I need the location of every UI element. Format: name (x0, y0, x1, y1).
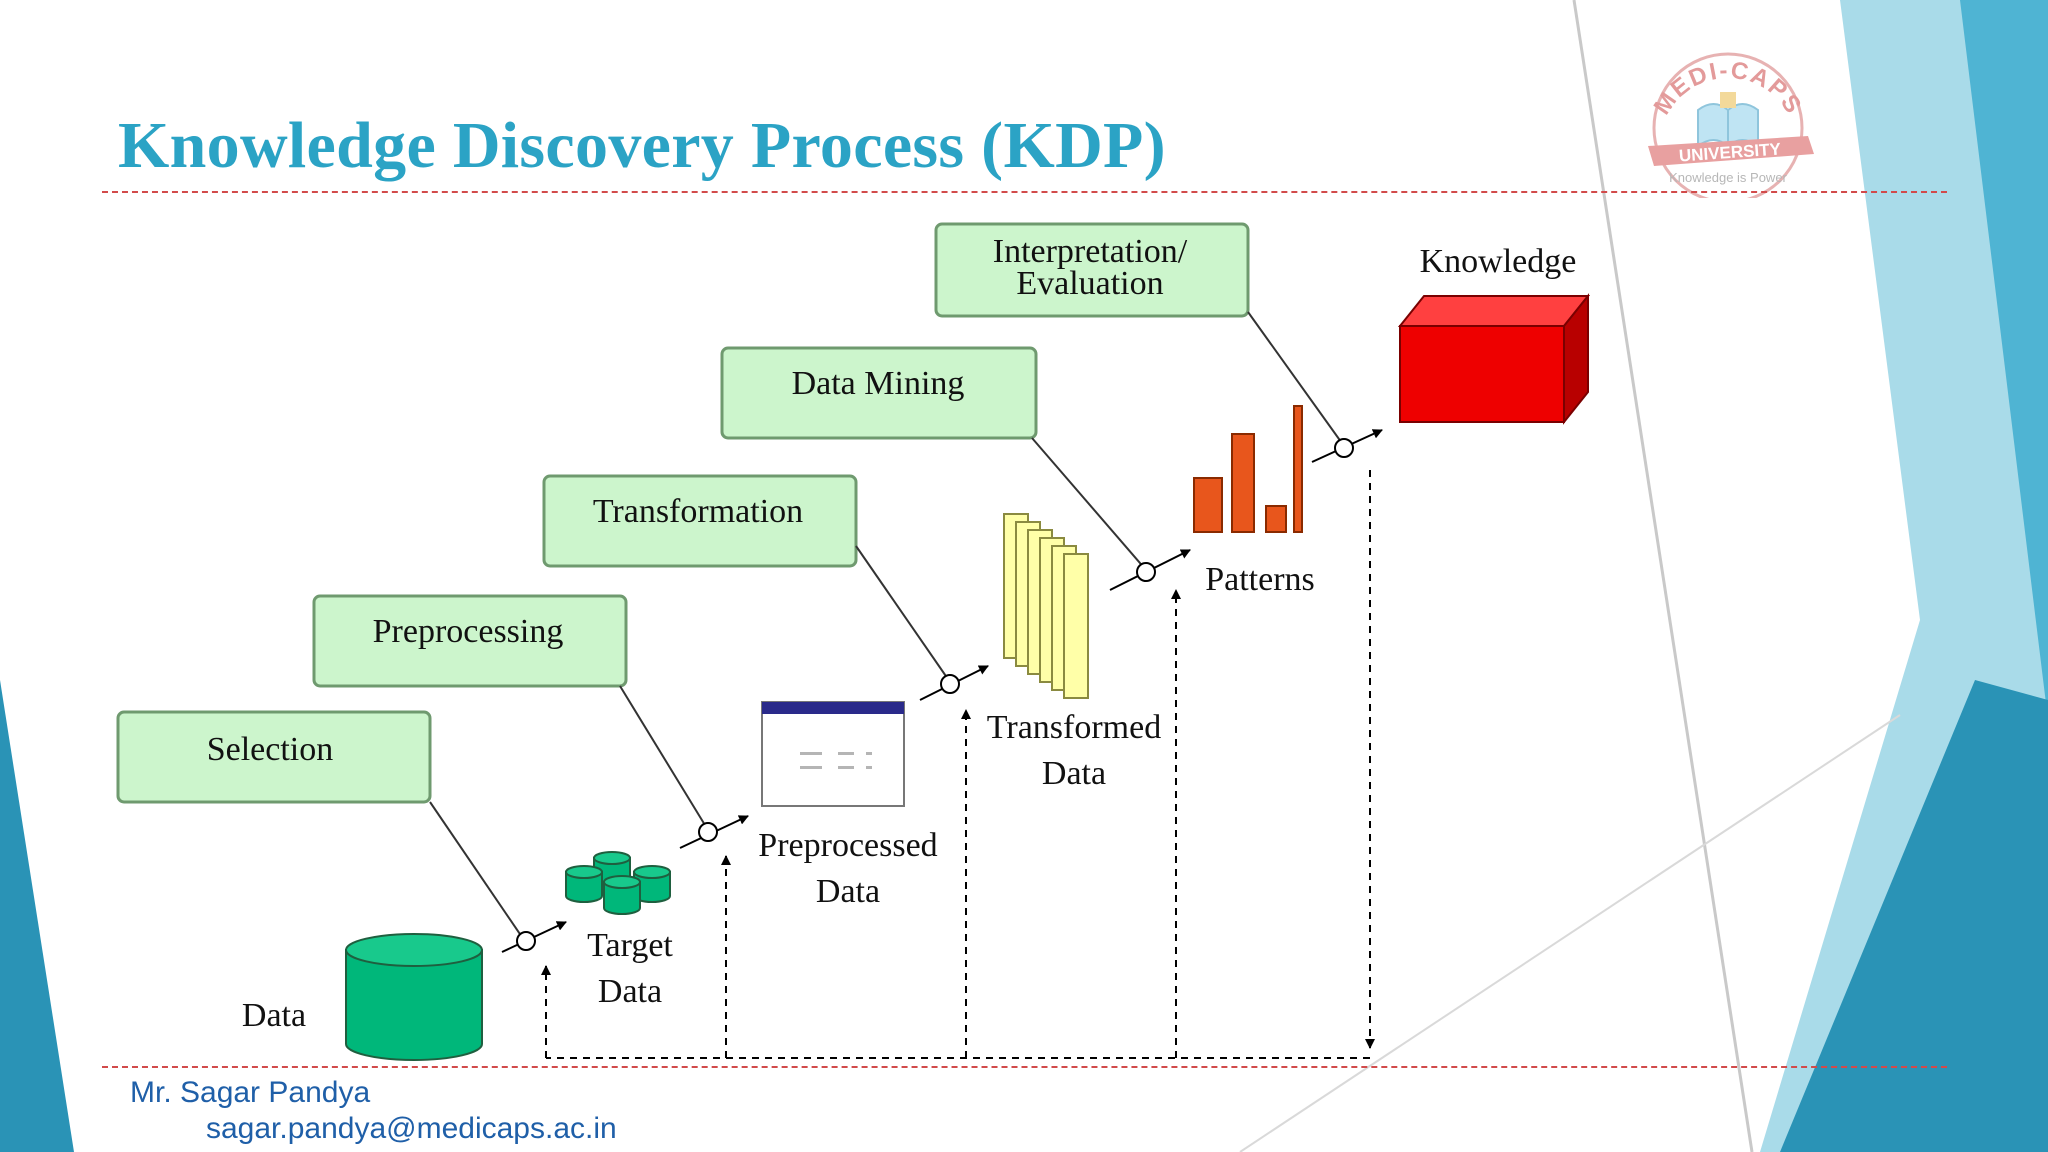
label-patterns: Patterns (1205, 561, 1315, 598)
transition-arrows (501, 429, 1383, 953)
step-interpretation-evaluation: Interpretation/ Evaluation (934, 222, 1250, 318)
right-accent-shape-dark (1780, 680, 2048, 1152)
decor-line-cross (1239, 714, 1901, 1152)
connector-data-mining (1031, 437, 1147, 571)
step-selection: Selection (116, 710, 432, 804)
step-transformation: Transformation (542, 474, 858, 568)
label-target-line2: Data (598, 973, 662, 1010)
step-transformation-label: Transformation (593, 493, 803, 530)
footer-divider (102, 1066, 1947, 1068)
knowledge-cube-icon (1397, 293, 1591, 425)
transition-node-1 (516, 931, 536, 951)
step-interpretation-label-line2: Evaluation (1016, 265, 1163, 302)
connector-interpretation (1247, 311, 1345, 447)
label-knowledge: Knowledge (1420, 243, 1577, 280)
transformed-pages-icon (1003, 513, 1089, 699)
university-logo: MEDI-CAPS UNIVERSITY Knowledge is Power (1648, 52, 1814, 198)
step-interpretation-label-line1: Interpretation/ (993, 233, 1188, 270)
transition-node-4 (1136, 562, 1156, 582)
label-transformed-line2: Data (1042, 755, 1106, 792)
title-divider (102, 191, 1947, 193)
label-preprocessed-line1: Preprocessed (758, 827, 937, 864)
transition-node-5 (1334, 438, 1354, 458)
label-transformed-line1: Transformed (987, 709, 1161, 746)
label-data: Data (242, 997, 306, 1034)
transition-node-3 (940, 674, 960, 694)
step-preprocessing: Preprocessing (312, 594, 628, 688)
step-data-mining: Data Mining (720, 346, 1038, 440)
author-name: Mr. Sagar Pandya (130, 1076, 371, 1109)
connector-lines (429, 311, 1345, 941)
target-data-cylinders-icon (565, 851, 671, 915)
transition-node-2 (698, 822, 718, 842)
step-selection-label: Selection (207, 731, 334, 768)
left-accent-shape (0, 680, 74, 1152)
label-preprocessed-line2: Data (816, 873, 880, 910)
connector-selection (429, 801, 525, 941)
data-cylinder-icon (345, 933, 483, 1061)
label-target-line1: Target (587, 927, 673, 964)
feedback-loop (541, 470, 1375, 1059)
preprocessed-window-icon (761, 701, 905, 807)
connector-transformation (855, 545, 951, 683)
slide-title: Knowledge Discovery Process (KDP) (118, 109, 1166, 182)
step-data-mining-label: Data Mining (792, 365, 965, 402)
logo-banner (1648, 136, 1814, 166)
logo-tagline: Knowledge is Power (1669, 170, 1787, 185)
logo-ring (1652, 52, 1804, 198)
step-preprocessing-label: Preprocessing (373, 613, 564, 650)
patterns-bars-icon (1193, 405, 1303, 533)
connector-preprocessing (619, 685, 709, 831)
book-icon (1697, 92, 1759, 149)
author-email: sagar.pandya@medicaps.ac.in (206, 1112, 617, 1145)
